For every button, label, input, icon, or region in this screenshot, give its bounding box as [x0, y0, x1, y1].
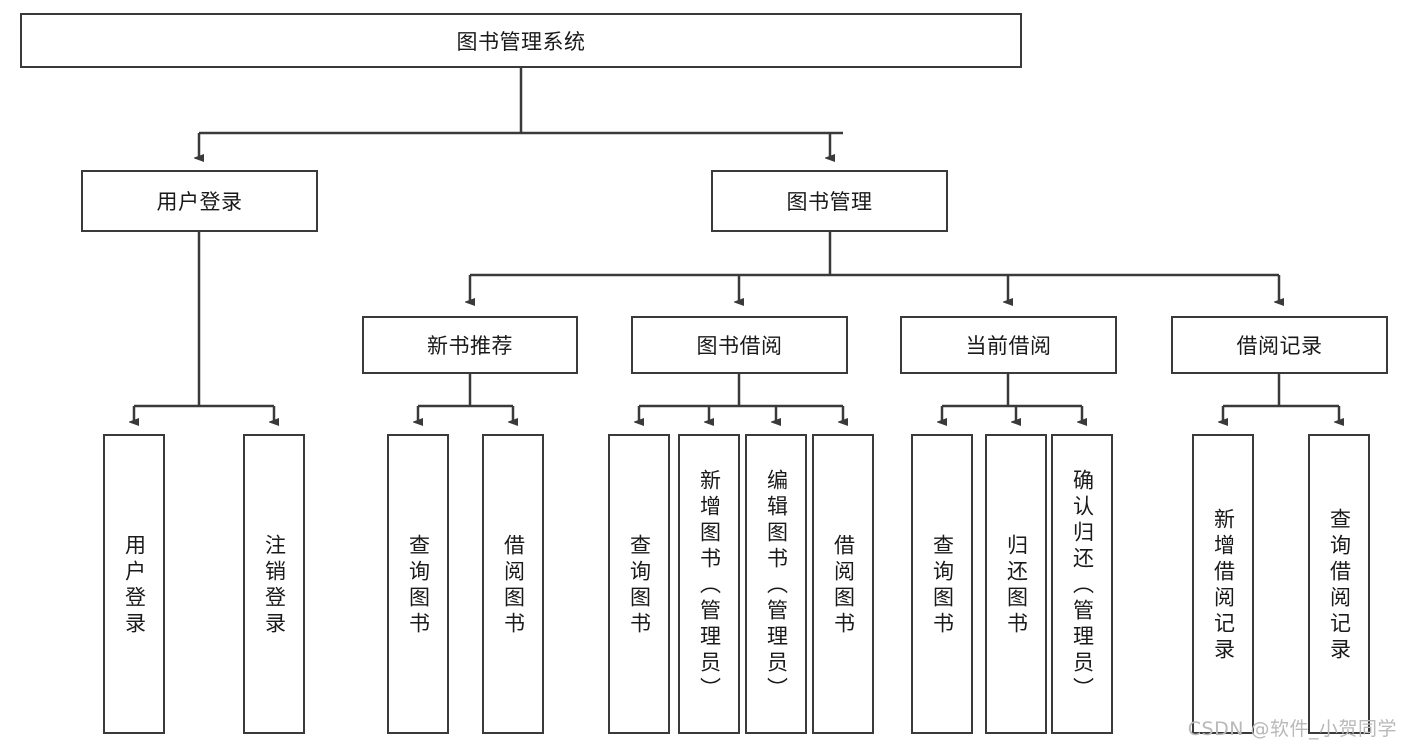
node-leaf-query-record-label: 查询借阅记录 — [1327, 508, 1352, 664]
node-leaf-query-book-1-label: 查询图书 — [406, 534, 431, 638]
node-leaf-borrow-book-1-label: 借阅图书 — [501, 534, 526, 638]
node-book-manage-label: 图书管理 — [786, 190, 873, 214]
node-leaf-borrow-book-2[interactable]: 借阅图书 — [812, 434, 874, 734]
node-leaf-edit-book[interactable]: 编辑图书（管理员） — [745, 434, 807, 734]
node-current-borrow-label: 当前借阅 — [965, 334, 1052, 358]
node-book-borrow-label: 图书借阅 — [696, 334, 783, 358]
node-leaf-add-book-label: 新增图书（管理员） — [697, 469, 722, 703]
node-leaf-add-book[interactable]: 新增图书（管理员） — [678, 434, 740, 734]
node-leaf-return-book[interactable]: 归还图书 — [985, 434, 1047, 734]
node-book-manage[interactable]: 图书管理 — [711, 170, 948, 232]
node-leaf-query-book-2[interactable]: 查询图书 — [608, 434, 670, 734]
node-leaf-confirm-return-label: 确认归还（管理员） — [1070, 469, 1095, 703]
node-leaf-return-book-label: 归还图书 — [1004, 534, 1029, 638]
node-leaf-confirm-return[interactable]: 确认归还（管理员） — [1051, 434, 1113, 734]
node-leaf-edit-book-label: 编辑图书（管理员） — [764, 469, 789, 703]
node-user-login[interactable]: 用户登录 — [81, 170, 318, 232]
watermark: CSDN @软件_小贺同学 — [1187, 718, 1397, 740]
node-leaf-user-login[interactable]: 用户登录 — [103, 434, 165, 734]
node-leaf-query-book-2-label: 查询图书 — [627, 534, 652, 638]
node-leaf-borrow-book-2-label: 借阅图书 — [831, 534, 856, 638]
node-root-label: 图书管理系统 — [456, 29, 586, 54]
node-borrow-record-label: 借阅记录 — [1236, 334, 1323, 358]
node-new-book-recommend[interactable]: 新书推荐 — [362, 316, 578, 374]
node-current-borrow[interactable]: 当前借阅 — [900, 316, 1117, 374]
node-leaf-query-book-3[interactable]: 查询图书 — [911, 434, 973, 734]
node-leaf-query-record[interactable]: 查询借阅记录 — [1308, 434, 1370, 734]
node-leaf-add-record[interactable]: 新增借阅记录 — [1192, 434, 1254, 734]
node-user-login-label: 用户登录 — [156, 190, 243, 214]
node-leaf-add-record-label: 新增借阅记录 — [1211, 508, 1236, 664]
node-leaf-query-book-3-label: 查询图书 — [930, 534, 955, 638]
node-root[interactable]: 图书管理系统 — [20, 13, 1022, 68]
node-leaf-logout-label: 注销登录 — [262, 534, 287, 638]
node-book-borrow[interactable]: 图书借阅 — [631, 316, 848, 374]
node-leaf-query-book-1[interactable]: 查询图书 — [387, 434, 449, 734]
node-borrow-record[interactable]: 借阅记录 — [1171, 316, 1388, 374]
node-new-book-recommend-label: 新书推荐 — [427, 334, 513, 358]
node-leaf-logout[interactable]: 注销登录 — [243, 434, 305, 734]
node-leaf-user-login-label: 用户登录 — [122, 534, 147, 638]
node-leaf-borrow-book-1[interactable]: 借阅图书 — [482, 434, 544, 734]
